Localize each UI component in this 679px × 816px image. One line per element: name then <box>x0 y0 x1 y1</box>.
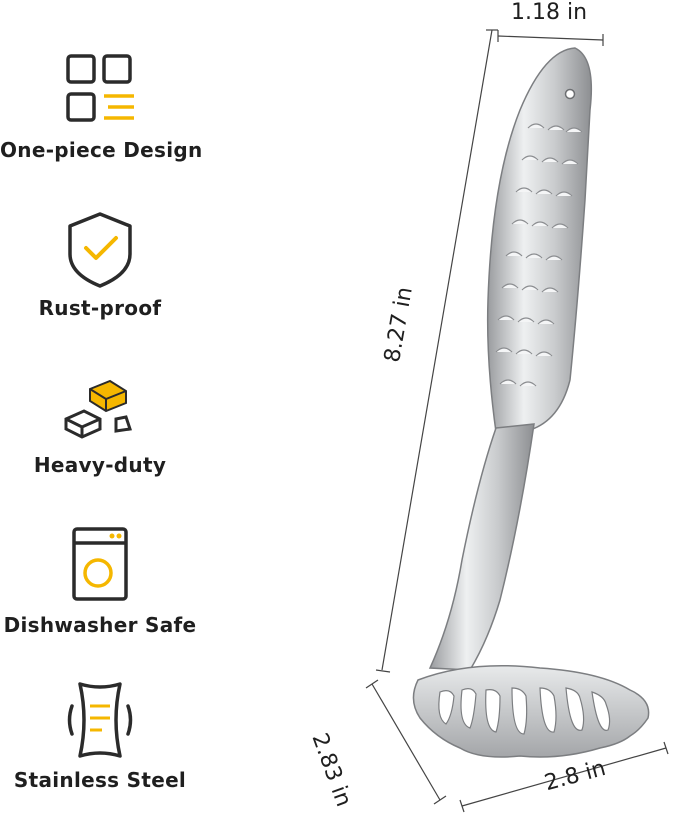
feature-label: Heavy-duty <box>33 453 167 477</box>
feature-one-piece-design: One-piece Design <box>0 50 203 162</box>
dishwasher-icon <box>72 527 128 601</box>
shield-check-icon <box>68 212 132 288</box>
dimension-lines <box>365 29 669 813</box>
fish-scales <box>495 123 583 387</box>
dimension-top-width: 1.18 in <box>511 0 588 25</box>
grid-icon <box>66 54 134 122</box>
feature-dishwasher-safe: Dishwasher Safe <box>0 525 200 637</box>
masher-shaft <box>428 423 535 671</box>
metal-bars-icon <box>64 379 132 439</box>
feature-stainless-steel: Stainless Steel <box>0 680 200 792</box>
feature-rust-proof: Rust-proof <box>0 208 200 320</box>
feature-label: Stainless Steel <box>13 768 187 792</box>
masher-slots <box>438 687 611 735</box>
feature-label: Rust-proof <box>38 296 162 320</box>
feature-label: Dishwasher Safe <box>3 613 197 637</box>
masher-head <box>412 665 650 758</box>
fish-handle <box>486 47 593 433</box>
potato-masher-image <box>365 29 669 813</box>
feature-heavy-duty: Heavy-duty <box>0 375 200 477</box>
feature-label: One-piece Design <box>0 138 203 162</box>
steel-sheet-icon <box>67 682 133 758</box>
